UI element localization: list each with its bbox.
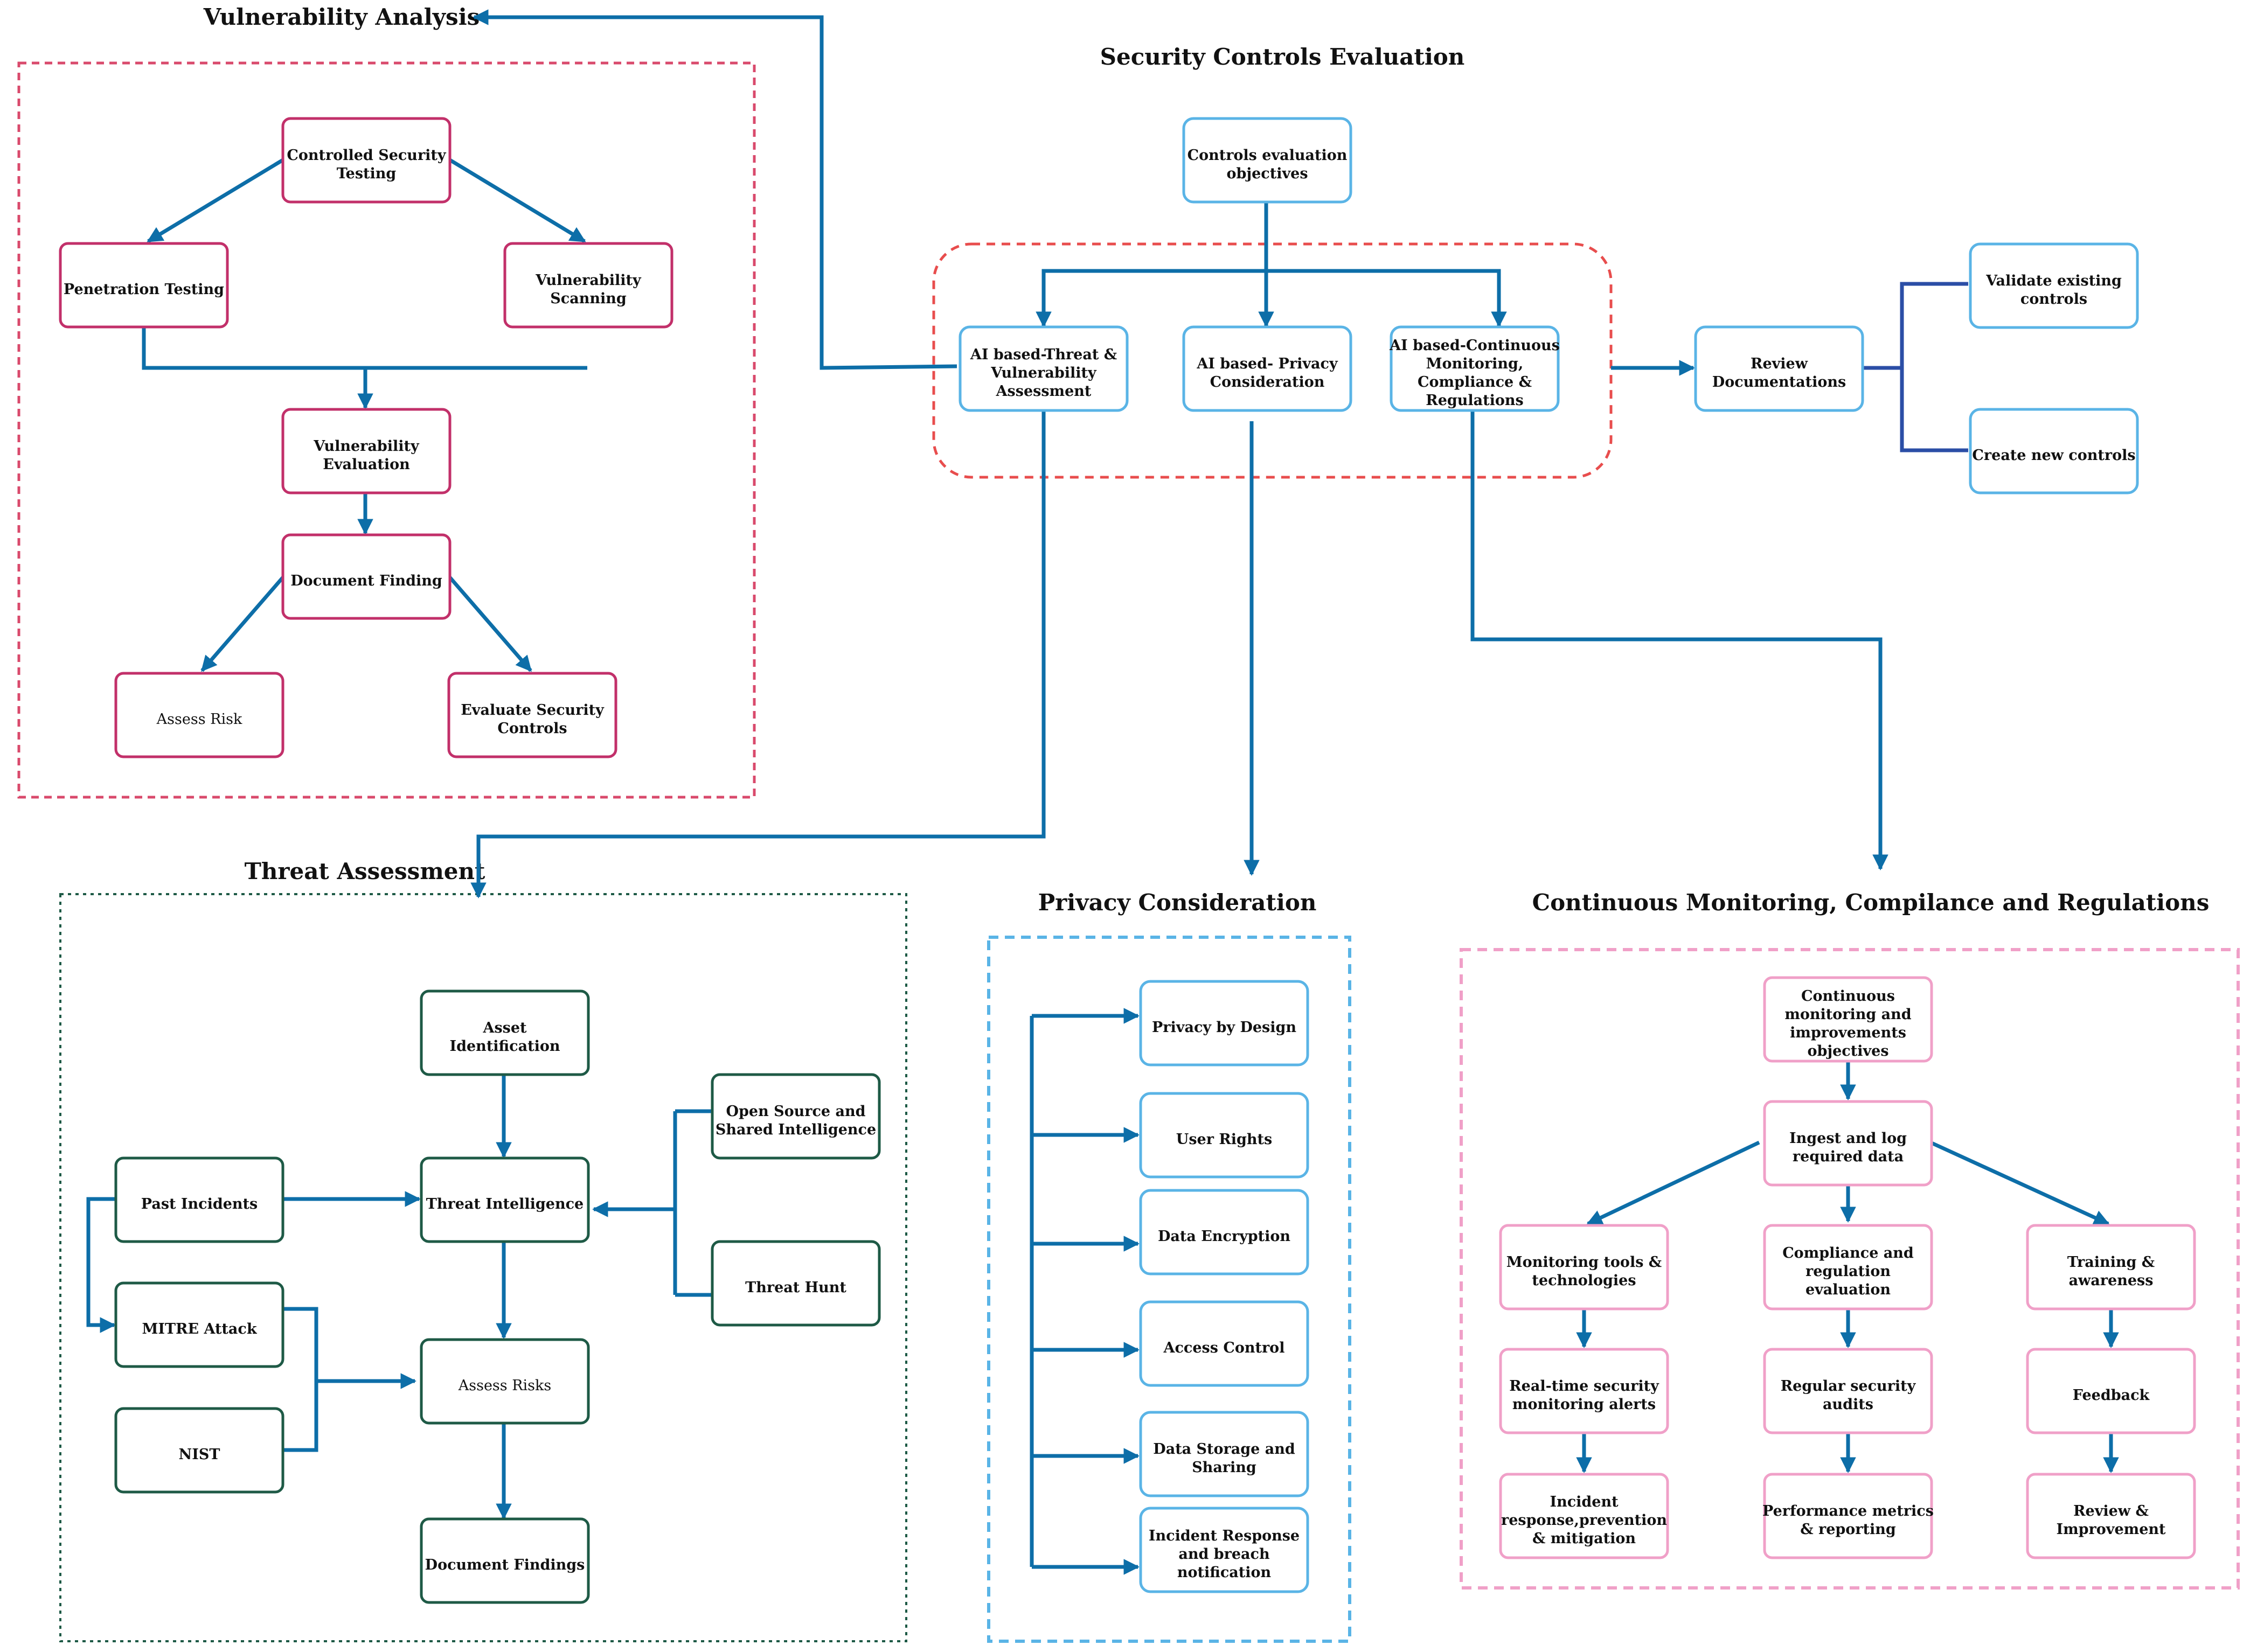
threat-title: Threat Assessment: [245, 858, 485, 884]
node-performance-metrics: Performance metrics& reporting: [1762, 1473, 1934, 1559]
node-label: Document Finding: [290, 573, 442, 589]
node-monitoring-tools: Monitoring tools &technologies: [1499, 1224, 1669, 1311]
node-label: NIST: [179, 1446, 220, 1463]
node-user-rights: User Rights: [1139, 1092, 1309, 1179]
node-mitre-attack: MITRE Attack: [114, 1281, 284, 1368]
node-assess-risks: Assess Risks: [420, 1338, 590, 1425]
node-label: Feedback: [2073, 1387, 2150, 1404]
node-label: Document Findings: [425, 1557, 585, 1573]
node-data-encryption: Data Encryption: [1139, 1189, 1309, 1275]
node-label: Access Control: [1163, 1340, 1285, 1356]
node-review-improvement: Review &Improvement: [2026, 1473, 2196, 1559]
node-label: Training &awareness: [2067, 1254, 2155, 1289]
node-past-incidents: Past Incidents: [114, 1156, 284, 1243]
node-label: Monitoring tools &technologies: [1506, 1254, 1662, 1289]
node-access-control: Access Control: [1139, 1300, 1309, 1387]
node-assess-risk: Assess Risk: [114, 672, 284, 758]
continuous-title: Continuous Monitoring, Compilance and Re…: [1532, 889, 2210, 916]
privacy-title: Privacy Consideration: [1038, 889, 1317, 916]
node-document-findings: Document Findings: [420, 1517, 590, 1604]
node-nist: NIST: [114, 1407, 284, 1494]
node-training-awareness: Training &awareness: [2026, 1224, 2196, 1311]
continuous-frame: [1460, 948, 2240, 1590]
node-penetration-testing: Penetration Testing: [59, 242, 229, 329]
node-label: Past Incidents: [141, 1196, 258, 1212]
connector-arrows: [86, 9, 2119, 1575]
node-create-new-controls: Create new controls: [1969, 408, 2139, 494]
node-label: Review &Improvement: [2056, 1503, 2166, 1538]
node-privacy-by-design: Privacy by Design: [1139, 980, 1309, 1067]
node-label: Privacy by Design: [1152, 1019, 1296, 1036]
vulnerability-title: Vulnerability Analysis: [203, 4, 480, 30]
node-label: Threat Hunt: [745, 1279, 846, 1296]
security-title: Security Controls Evaluation: [1100, 44, 1465, 70]
node-label: Performance metrics& reporting: [1762, 1503, 1934, 1538]
node-document-finding: Document Finding: [281, 533, 452, 620]
node-threat-hunt: Threat Hunt: [711, 1240, 881, 1327]
node-label: Data Encryption: [1158, 1228, 1290, 1245]
node-label: Assess Risks: [458, 1377, 552, 1394]
node-label: Create new controls: [1972, 447, 2135, 464]
ai-group-frame: [932, 242, 1613, 479]
privacy-frame: [987, 936, 1351, 1643]
node-label: Assess Risk: [156, 711, 242, 728]
node-feedback: Feedback: [2026, 1348, 2196, 1434]
node-threat-intelligence: Threat Intelligence: [420, 1156, 590, 1243]
node-label: Threat Intelligence: [426, 1196, 584, 1212]
node-label: MITRE Attack: [142, 1321, 257, 1337]
vulnerability-frame: [17, 61, 756, 799]
node-label: Penetration Testing: [64, 281, 224, 298]
node-label: User Rights: [1176, 1131, 1272, 1148]
